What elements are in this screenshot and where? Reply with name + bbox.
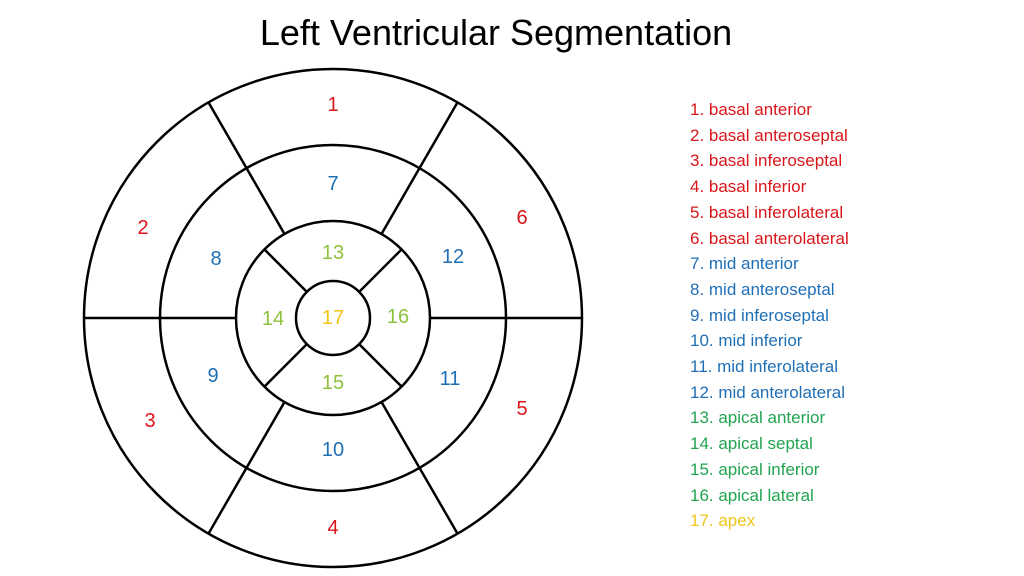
segment-number-15: 15 xyxy=(322,372,344,394)
segment-number-9: 9 xyxy=(207,365,218,387)
basal-divider xyxy=(207,101,248,169)
apical-divider xyxy=(263,248,308,293)
apex-ring xyxy=(294,279,372,357)
legend-item-16: 16. apical lateral xyxy=(690,485,814,505)
basal-divider xyxy=(418,101,459,169)
mid-divider xyxy=(380,401,421,469)
apical-divider xyxy=(358,248,403,293)
segment-number-3: 3 xyxy=(144,410,155,432)
legend-item-17: 17. apex xyxy=(690,511,756,531)
segment-number-16: 16 xyxy=(387,306,409,328)
apical-divider xyxy=(263,343,308,388)
segment-number-14: 14 xyxy=(262,308,284,330)
basal-divider xyxy=(418,467,459,535)
legend-item-11: 11. mid inferolateral xyxy=(690,357,839,377)
legend-item-3: 3. basal inferoseptal xyxy=(690,151,843,171)
segment-number-2: 2 xyxy=(137,217,148,239)
mid-divider xyxy=(245,167,286,235)
legend-item-6: 6. basal anterolateral xyxy=(690,228,849,248)
segment-number-6: 6 xyxy=(516,207,527,229)
legend-item-10: 10. mid inferior xyxy=(690,331,803,351)
legend-item-5: 5. basal inferolateral xyxy=(690,202,844,222)
segment-number-17: 17 xyxy=(322,307,344,329)
segment-number-12: 12 xyxy=(442,246,464,268)
segment-number-5: 5 xyxy=(516,398,527,420)
segment-number-13: 13 xyxy=(322,242,344,264)
legend-item-12: 12. mid anterolateral xyxy=(690,382,845,402)
mid-divider xyxy=(245,401,286,469)
page-title: Left Ventricular Segmentation xyxy=(259,12,733,53)
segment-number-10: 10 xyxy=(322,439,344,461)
apical-divider xyxy=(358,343,403,388)
legend-item-1: 1. basal anterior xyxy=(690,100,812,119)
mid-divider xyxy=(380,167,421,235)
legend-item-8: 8. mid anteroseptal xyxy=(690,279,835,299)
segment-number-8: 8 xyxy=(210,248,221,270)
segment-number-1: 1 xyxy=(327,94,338,116)
legend-item-7: 7. mid anterior xyxy=(690,254,799,274)
segment-number-11: 11 xyxy=(440,368,461,390)
legend-item-14: 14. apical septal xyxy=(690,434,813,454)
legend-item-15: 15. apical inferior xyxy=(690,459,820,479)
segment-dividers xyxy=(84,101,582,535)
legend-item-4: 4. basal inferior xyxy=(690,177,807,197)
legend-item-2: 2. basal anteroseptal xyxy=(690,125,848,145)
legend-item-9: 9. mid inferoseptal xyxy=(690,305,829,325)
segment-number-7: 7 xyxy=(327,173,338,195)
basal-divider xyxy=(207,467,248,535)
segment-legend: 1. basal anterior 2. basal anteroseptal 3.… xyxy=(690,97,849,534)
legend-item-13: 13. apical anterior xyxy=(690,408,826,428)
segment-number-4: 4 xyxy=(327,517,338,539)
